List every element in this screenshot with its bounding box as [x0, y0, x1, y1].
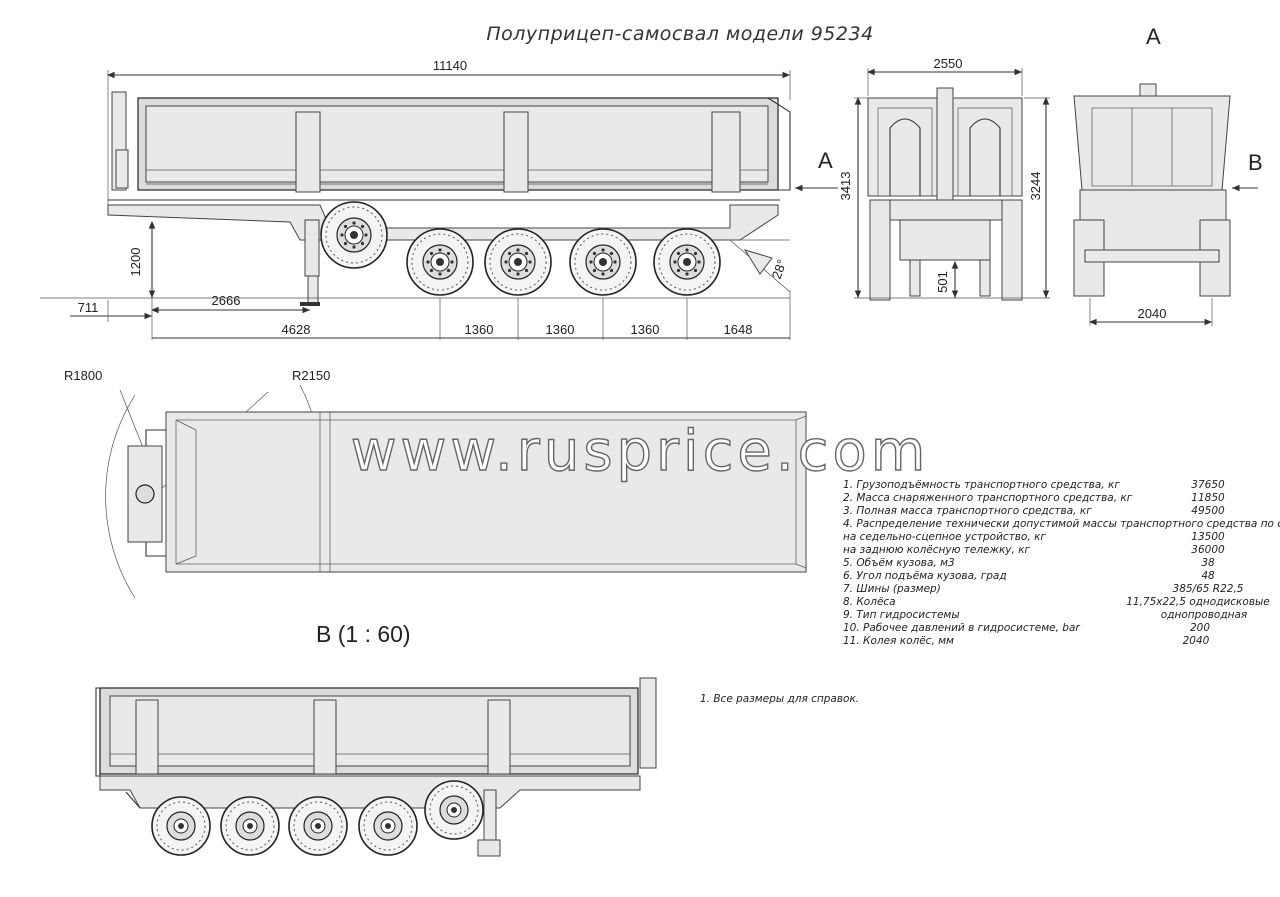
spec-label: на заднюю колёсную тележку, кг	[843, 544, 1031, 556]
side-view-b	[95, 677, 657, 857]
dim-radius-rear: R2150	[292, 368, 330, 383]
spec-label: 7. Шины (размер)	[843, 583, 941, 595]
rear-body	[1073, 95, 1231, 191]
dim-radius-front: R1800	[64, 368, 102, 383]
spec-value: 11,75x22,5 однодисковые	[1126, 596, 1270, 608]
rear-view: A B 2040	[1073, 24, 1263, 326]
spec-label: 9. Тип гидросистемы	[843, 609, 960, 621]
dim-height-rear: 3244	[1028, 172, 1043, 201]
spec-value: 200	[1190, 622, 1210, 634]
spare-wheel-b	[424, 780, 484, 840]
wheel-b-2	[220, 796, 280, 856]
spec-value: 48	[1201, 570, 1215, 582]
dim-width: 2550	[934, 56, 963, 71]
spec-label: 1. Грузоподъёмность транспортного средст…	[843, 479, 1120, 491]
landing-gear	[304, 219, 320, 277]
spec-value: 36000	[1191, 544, 1225, 556]
spec-label: 3. Полная масса транспортного средства, …	[843, 505, 1092, 517]
spec-label: 8. Колёса	[843, 596, 896, 608]
top-body	[165, 411, 807, 573]
drawing-title: Полуприцеп-самосвал модели 95234	[486, 23, 873, 45]
dim-axle-spacing-1: 1360	[465, 322, 494, 337]
front-wheel-left	[869, 199, 891, 301]
wheel-axle-4	[653, 228, 721, 296]
dim-overall-length: 11140	[433, 58, 467, 73]
note-text: 1. Все размеры для справок.	[700, 693, 859, 705]
view-marker-a-side: A	[818, 148, 833, 173]
wheel-b-1	[151, 796, 211, 856]
dim-track: 2040	[1138, 306, 1167, 321]
dim-kingpin-height: 1200	[128, 248, 143, 277]
spec-label: 10. Рабочее давлений в гидросистеме, bar	[843, 622, 1080, 634]
side-view-main: 11140 28° A 120	[40, 58, 838, 340]
dim-front-overhang: 711	[78, 300, 99, 315]
spec-value: 2040	[1183, 635, 1210, 647]
wheel-b-4	[358, 796, 418, 856]
dim-kingpin-to-support: 2666	[212, 293, 241, 308]
spec-value: 13500	[1191, 531, 1225, 543]
spec-value: 385/65 R22,5	[1173, 583, 1244, 595]
wheel-b-3	[288, 796, 348, 856]
view-b-scale-label: B (1 : 60)	[316, 621, 411, 647]
spec-label: 5. Объём кузова, м3	[843, 557, 955, 569]
spec-label: 4. Распределение технически допустимой м…	[843, 518, 1280, 530]
dim-tipping-angle: 28°	[769, 257, 790, 281]
front-view: 2550 3413 3244 501	[838, 56, 1050, 301]
hydraulic-cylinder	[936, 87, 954, 209]
front-wheel-right	[1001, 199, 1023, 301]
spec-value: однопроводная	[1161, 609, 1247, 621]
body-rib	[295, 111, 321, 193]
view-marker-a-top: A	[1146, 24, 1161, 49]
wheel-axle-3	[569, 228, 637, 296]
spec-label: 2. Масса снаряженного транспортного сред…	[843, 492, 1133, 504]
dim-axle-spacing-2: 1360	[546, 322, 575, 337]
spec-label: 6. Угол подъёма кузова, град	[843, 570, 1007, 582]
wheel-axle-2	[484, 228, 552, 296]
dim-rear-overhang: 1648	[724, 322, 753, 337]
spec-table: 1. Грузоподъёмность транспортного средст…	[843, 479, 1280, 647]
spec-label: на седельно-сцепное устройство, кг	[843, 531, 1046, 543]
dim-kingpin-to-first-axle: 4628	[282, 322, 311, 337]
spec-value: 11850	[1191, 492, 1225, 504]
dim-height-front: 3413	[838, 172, 853, 201]
spec-value: 38	[1201, 557, 1215, 569]
spec-value: 37650	[1191, 479, 1225, 491]
spare-wheel	[320, 201, 388, 269]
landing-gear-b	[483, 789, 497, 841]
chassis-frame-b	[99, 775, 641, 809]
spec-value: 49500	[1191, 505, 1225, 517]
top-view: R1800 R2150	[64, 368, 807, 599]
dim-axle-spacing-3: 1360	[631, 322, 660, 337]
view-marker-b-side: B	[1248, 150, 1263, 175]
wheel-axle-1	[406, 228, 474, 296]
watermark: www.rusprice.com	[351, 419, 930, 484]
spec-label: 11. Колея колёс, мм	[843, 635, 954, 647]
dim-bottom-height: 501	[935, 271, 950, 293]
